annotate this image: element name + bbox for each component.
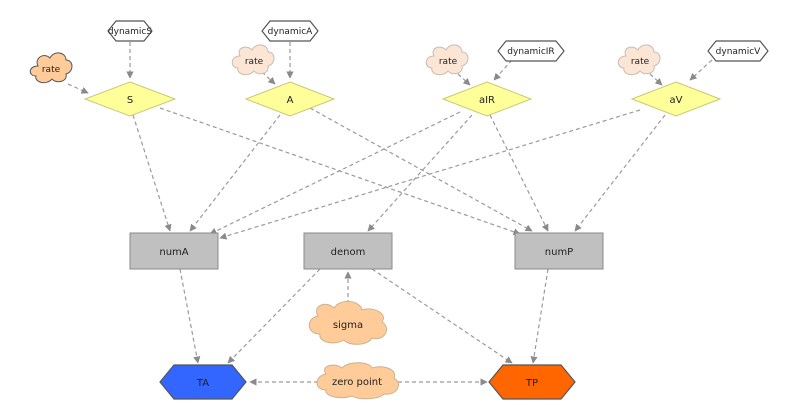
node-denom[interactable]: denom xyxy=(303,232,393,270)
rate-label: rate xyxy=(245,57,264,67)
numA-label: numA xyxy=(159,247,188,258)
sigma-label: sigma xyxy=(333,320,363,331)
node-dynamicA[interactable]: dynamicA xyxy=(261,20,319,42)
dynamic-shape xyxy=(497,40,565,62)
node-dynamicIR[interactable]: dynamicIR xyxy=(497,40,565,62)
box-shape xyxy=(303,232,393,270)
node-rate-A[interactable]: rate xyxy=(231,44,275,76)
cloud-shape xyxy=(316,362,399,400)
edge-numA-TA xyxy=(179,268,201,364)
box-shape xyxy=(129,232,219,270)
diamond-shape xyxy=(441,81,533,117)
node-A[interactable]: A xyxy=(244,81,336,117)
dynamicV-label: dynamicV xyxy=(716,47,761,57)
TA-label: TA xyxy=(196,378,209,389)
hexagon-shape xyxy=(488,364,576,400)
dynamic-shape xyxy=(707,40,769,62)
node-rate-aV[interactable]: rate xyxy=(617,44,661,76)
TP-label: TP xyxy=(525,378,538,389)
node-sigma[interactable]: sigma xyxy=(308,301,387,345)
denom-label: denom xyxy=(331,247,366,258)
node-aV[interactable]: aV xyxy=(630,81,722,117)
aIR-label: aIR xyxy=(479,95,495,106)
edge-rate-aV xyxy=(649,73,663,86)
cloud-shape xyxy=(29,52,73,84)
diamond-shape xyxy=(83,81,177,117)
edge-numP-TP xyxy=(530,268,549,364)
aV-label: aV xyxy=(670,95,683,106)
edge-aIR-numA xyxy=(209,111,461,235)
edge-dynamicIR-aIR xyxy=(493,59,513,81)
dynamicS-label: dynamicS xyxy=(108,27,152,37)
edge-denom-TP xyxy=(371,268,513,364)
node-S[interactable]: S xyxy=(83,81,177,117)
node-rate-aIR[interactable]: rate xyxy=(425,44,469,76)
rate-label: rate xyxy=(631,57,650,67)
A-label: A xyxy=(287,95,294,106)
cloud-shape xyxy=(308,301,387,345)
node-numA[interactable]: numA xyxy=(129,232,219,270)
hexagon-shape xyxy=(159,364,247,400)
node-dynamicS[interactable]: dynamicS xyxy=(107,20,153,42)
node-TP[interactable]: TP xyxy=(488,364,576,400)
edge-rate-aIR xyxy=(457,73,471,86)
cloud-shape xyxy=(425,44,469,76)
edges xyxy=(67,42,713,386)
numP-label: numP xyxy=(545,247,573,258)
node-rate-S[interactable]: rate xyxy=(29,52,73,84)
edge-aV-numA xyxy=(219,109,641,240)
edge-rate-S xyxy=(67,83,89,94)
edge-aIR-numP xyxy=(489,114,549,232)
S-label: S xyxy=(127,95,133,106)
dynamic-shape xyxy=(107,20,153,42)
node-zero-point[interactable]: zero point xyxy=(316,362,399,400)
box-shape xyxy=(514,232,604,270)
cloud-shape xyxy=(231,44,275,76)
node-aIR[interactable]: aIR xyxy=(441,81,533,117)
edge-S-numA xyxy=(132,114,172,232)
node-TA[interactable]: TA xyxy=(159,364,247,400)
edge-A-numA xyxy=(189,114,281,232)
diamond-shape xyxy=(630,81,722,117)
edge-A-numP xyxy=(309,107,533,232)
rate-label: rate xyxy=(42,65,61,75)
node-numP[interactable]: numP xyxy=(514,232,604,270)
edge-aIR-denom xyxy=(367,114,473,232)
dynamic-shape xyxy=(261,20,319,42)
diamond-shape xyxy=(244,81,336,117)
rate-label: rate xyxy=(439,57,458,67)
node-dynamicV[interactable]: dynamicV xyxy=(707,40,769,62)
zero-point-label: zero point xyxy=(332,377,382,388)
edge-aV-numP xyxy=(574,114,666,232)
edge-denom-TA xyxy=(227,268,321,364)
edge-rate-A xyxy=(261,71,276,85)
edge-dynamicV-aV xyxy=(689,59,713,81)
dynamicA-label: dynamicA xyxy=(268,27,313,37)
dynamicIR-label: dynamicIR xyxy=(507,47,554,57)
cloud-shape xyxy=(617,44,661,76)
